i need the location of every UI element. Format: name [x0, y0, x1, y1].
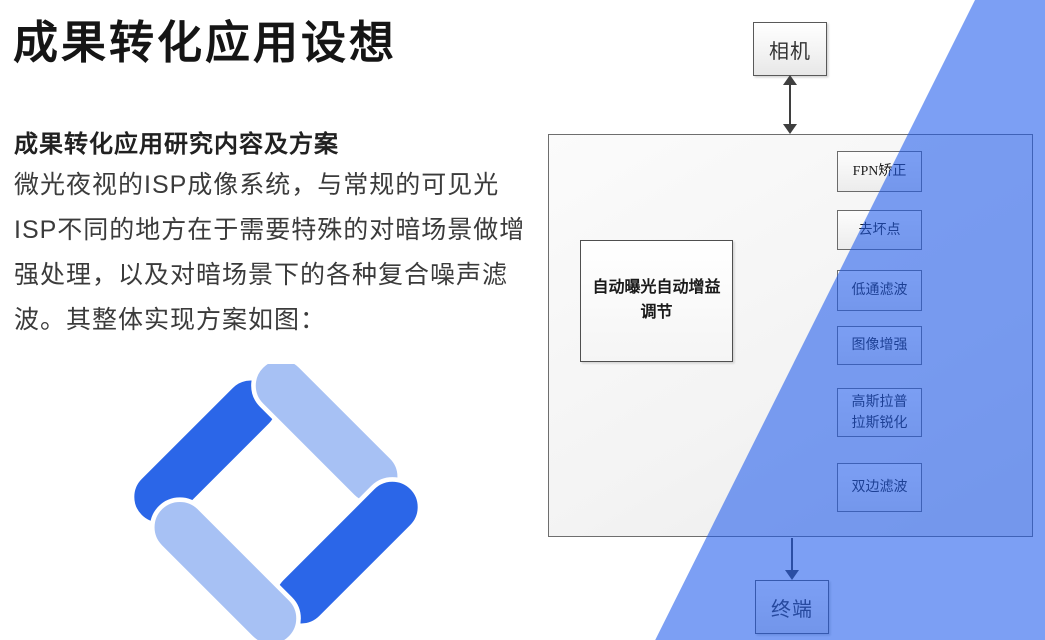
terminal-node: 终端 — [755, 580, 829, 634]
auto-exposure-line1: 自动曝光自动增益 — [592, 279, 721, 297]
stage-dead-pixel-removal: 去坏点 — [837, 210, 922, 250]
terminal-arrow-head — [785, 570, 799, 580]
camera-node: 相机 — [753, 22, 827, 76]
stage-image-enhancement: 图像增强 — [837, 326, 922, 365]
stage-bilateral-filter: 双边滤波 — [837, 463, 922, 512]
stage-gaussian-laplacian-sharpen: 高斯拉普拉斯锐化 — [837, 388, 922, 437]
body-paragraph: 微光夜视的ISP成像系统，与常规的可见光ISP不同的地方在于需要特殊的对暗场景做… — [14, 171, 526, 334]
camera-link-arrow — [789, 84, 791, 125]
logo-stroke-bottom-left — [149, 497, 301, 640]
stage-fpn-correction: FPN矫正 — [837, 151, 922, 192]
stage-lowpass-filter: 低通滤波 — [837, 270, 922, 311]
section-subtitle: 成果转化应用研究内容及方案 — [14, 131, 339, 158]
diamond-pinwheel-logo-icon — [130, 364, 422, 640]
double-arrow-down-head — [783, 124, 797, 134]
auto-exposure-line2: 调节 — [640, 304, 673, 321]
page-title: 成果转化应用设想 — [13, 17, 398, 68]
auto-exposure-gain-node: 自动曝光自动增益 调节 — [580, 240, 733, 362]
terminal-link-arrow — [791, 538, 793, 571]
